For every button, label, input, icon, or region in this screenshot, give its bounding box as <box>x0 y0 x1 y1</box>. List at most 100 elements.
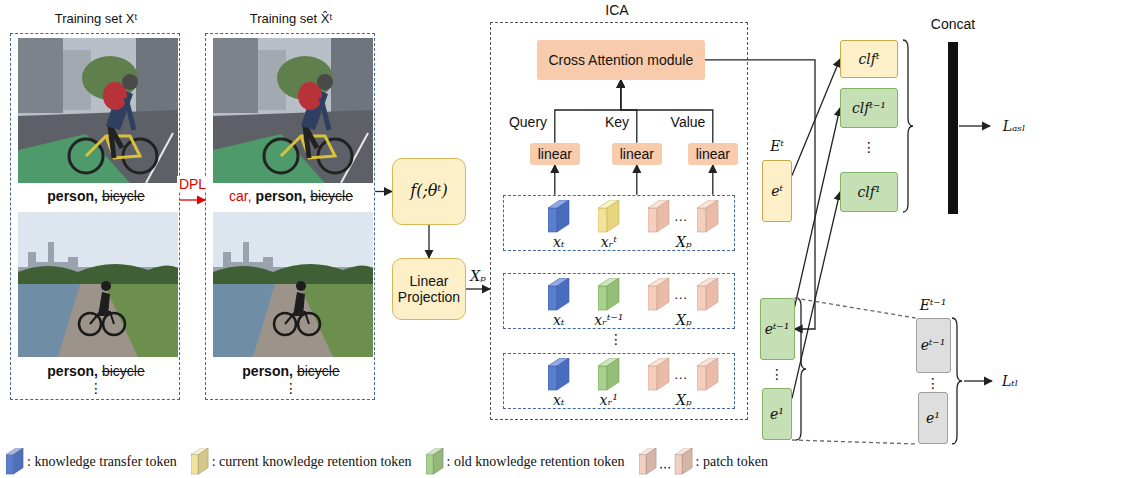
connector <box>555 80 621 143</box>
connector <box>795 108 841 307</box>
embedding-box: e¹ <box>762 388 792 440</box>
street-photo <box>18 38 178 183</box>
free-label: Value <box>671 114 706 130</box>
text-holder: Linear Projection <box>393 259 465 319</box>
legend-text: : patch token <box>696 454 768 470</box>
token-row: xₜ xᵣ¹ … Xₚ <box>503 353 735 409</box>
text-row: … <box>674 366 688 382</box>
text-row: xₜ <box>553 392 564 408</box>
node-label: car, <box>229 188 252 204</box>
river-photo <box>213 212 373 357</box>
text-row: xᵣ¹ <box>600 392 618 408</box>
text-row: xₜ <box>553 234 564 250</box>
text-holder: eᵗ⁻¹ <box>917 319 950 372</box>
node-label: Linear Projection <box>393 273 465 305</box>
node-label: person, <box>47 188 98 204</box>
connector <box>180 199 205 200</box>
training-set-panel: Training set X̂ᵗcar,person,bicycleperson… <box>205 33 375 400</box>
text-holder: linear <box>530 143 580 165</box>
connector <box>792 59 840 176</box>
text-holder: Cross Attention module <box>537 40 705 80</box>
legend-text: : current knowledge retention token <box>212 454 412 470</box>
text-row: Training set X̂ᵗ <box>250 11 333 27</box>
text-row: person,bicycle <box>47 363 144 379</box>
embedding-box: eᵗ⁻¹ <box>760 298 795 360</box>
legend-entry: : knowledge transfer token <box>6 448 177 475</box>
node-label: Concat <box>931 16 975 32</box>
old-embedding-box: eᵗ⁻¹ <box>916 318 951 373</box>
ica-panel: ICACross Attention modulelinearlinearlin… <box>490 22 748 420</box>
node-label: … <box>674 208 688 224</box>
node-label: bicycle <box>297 363 340 379</box>
text-row: Training set Xᵗ <box>55 11 138 27</box>
token-row: xₜ xᵣᵗ … Xₚ <box>503 195 735 251</box>
text-holder: f(;θᵗ) <box>393 159 465 224</box>
node-label: e¹ <box>767 406 787 422</box>
node-label: eᵗ⁻¹ <box>762 321 793 337</box>
text-holder: eᵗ <box>763 161 791 221</box>
text-row: Xₚ <box>676 312 692 328</box>
classifier-box: clf¹ <box>840 172 898 212</box>
legend-swatch <box>6 448 24 475</box>
edge-label: DPL <box>177 176 208 192</box>
free-label: ⋮ <box>926 375 940 391</box>
node-label: eᵗ <box>768 183 786 199</box>
legend-swatch <box>639 448 693 475</box>
legend-swatch <box>191 448 209 475</box>
node-label: clfᵗ⁻¹ <box>849 100 889 116</box>
legend-entry: : patch token <box>639 448 768 475</box>
node-label: person, <box>242 363 293 379</box>
node-label: Xₚ <box>676 234 692 250</box>
connector <box>792 192 840 398</box>
node-label: Training set Xᵗ <box>55 11 138 27</box>
connector <box>428 225 429 258</box>
text-row: person,bicycle <box>47 188 144 204</box>
legend: : knowledge transfer token : current know… <box>6 448 782 475</box>
old-embedding-box: e¹ <box>918 392 948 444</box>
node-label: e¹ <box>923 410 943 426</box>
node-label: linear <box>617 146 657 162</box>
text-row: ICA <box>605 2 628 18</box>
node-label: xᵣᵗ⁻¹ <box>594 312 623 328</box>
text-row: xᵣᵗ <box>601 234 617 250</box>
legend-text: : old knowledge retention token <box>447 454 625 470</box>
node-label: eᵗ⁻¹ <box>918 337 949 353</box>
free-label: Query <box>509 114 547 130</box>
node-label: ICA <box>605 2 628 18</box>
training-set-panel: Training set Xᵗperson,bicycleperson,bicy… <box>10 33 180 400</box>
free-label: Eᵗ <box>770 138 784 154</box>
loss-arrow <box>964 380 992 381</box>
free-label: ⋮ <box>609 331 623 347</box>
node-label: person, <box>47 363 98 379</box>
classifier-box: clfᵗ⁻¹ <box>840 88 898 128</box>
brace <box>796 298 806 440</box>
text-row: … <box>674 286 688 302</box>
text-holder: clfᵗ <box>841 41 897 77</box>
token-row: xₜxᵣᵗ⁻¹…Xₚ <box>503 273 735 329</box>
connector <box>554 165 555 195</box>
node-label: Cross Attention module <box>545 52 696 68</box>
legend-entry: : old knowledge retention token <box>426 448 625 475</box>
legend-text: : knowledge transfer token <box>27 454 177 470</box>
token-icons <box>548 200 718 390</box>
node-label: bicycle <box>102 188 145 204</box>
text-row: Xₚ <box>676 392 692 408</box>
node-label: Xₚ <box>676 392 692 408</box>
embedding-box: eᵗ <box>762 160 792 222</box>
text-row: person,bicycle <box>242 363 339 379</box>
node-label: … <box>674 366 688 382</box>
connector <box>792 440 918 444</box>
text-holder: e¹ <box>763 389 791 439</box>
node-label: … <box>674 286 688 302</box>
connector <box>712 165 713 195</box>
text-holder: linear <box>612 143 662 165</box>
node-label: xᵣᵗ <box>601 234 617 250</box>
street-photo <box>213 38 373 183</box>
connector <box>636 165 637 195</box>
brace <box>903 40 913 212</box>
loss-arrow <box>959 125 990 126</box>
text-holder: eᵗ⁻¹ <box>761 299 794 359</box>
node-label: clfᵗ <box>856 51 883 67</box>
free-label: Eᵗ⁻¹ <box>920 297 947 313</box>
text-row: xᵣᵗ⁻¹ <box>594 312 623 328</box>
